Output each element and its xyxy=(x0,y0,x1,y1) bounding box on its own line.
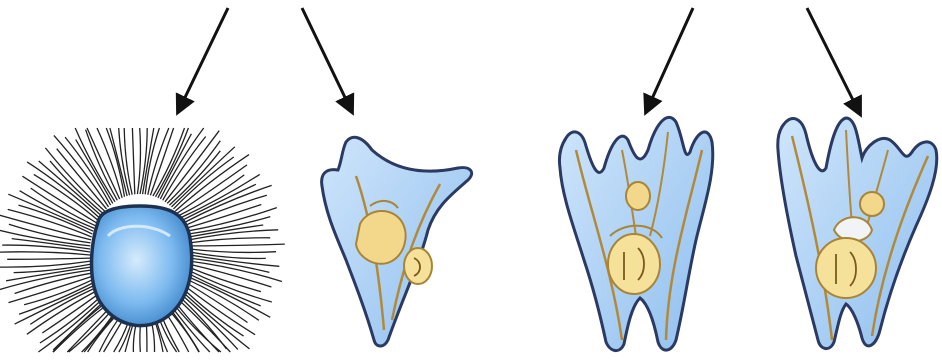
cilium xyxy=(124,128,132,195)
arrows xyxy=(178,8,860,114)
larva-3-oesophagus xyxy=(626,182,650,210)
cilium xyxy=(24,278,95,305)
larva-2-stomach xyxy=(404,248,432,284)
cilium xyxy=(190,249,276,252)
cilium xyxy=(189,261,282,281)
cilium xyxy=(189,238,270,243)
ciliated-sphere-larva-icon xyxy=(0,128,285,352)
four-arm-larva-icon xyxy=(559,117,712,350)
cilium xyxy=(7,258,90,259)
arrow-stage-2 xyxy=(302,8,352,112)
cilium xyxy=(27,289,101,335)
cilium xyxy=(143,128,154,194)
early-branched-larva-icon xyxy=(322,137,472,346)
larva-2-gut xyxy=(356,211,406,264)
cilium xyxy=(0,230,90,246)
cilium xyxy=(2,245,90,252)
cilium xyxy=(8,209,92,237)
cilium xyxy=(54,135,109,207)
cilium xyxy=(190,244,285,246)
cilium xyxy=(153,128,185,196)
cilium xyxy=(183,185,271,223)
arrow-stage-1 xyxy=(178,8,228,112)
cilium xyxy=(75,128,115,202)
cilium xyxy=(172,147,235,207)
cilium xyxy=(0,252,90,255)
larva-3-stomach xyxy=(608,234,660,294)
larva-4-stomach xyxy=(816,238,876,298)
arrow-stage-4 xyxy=(807,8,860,114)
cilium xyxy=(106,128,124,197)
cilium xyxy=(174,157,234,209)
cilium xyxy=(132,128,134,194)
arrow-stage-3 xyxy=(646,8,693,112)
cilium xyxy=(137,128,140,194)
larva-4-oesophagus xyxy=(860,192,884,216)
mature-arm-larva-icon xyxy=(778,118,937,349)
cilium xyxy=(6,267,92,281)
sphere-body xyxy=(92,206,192,326)
